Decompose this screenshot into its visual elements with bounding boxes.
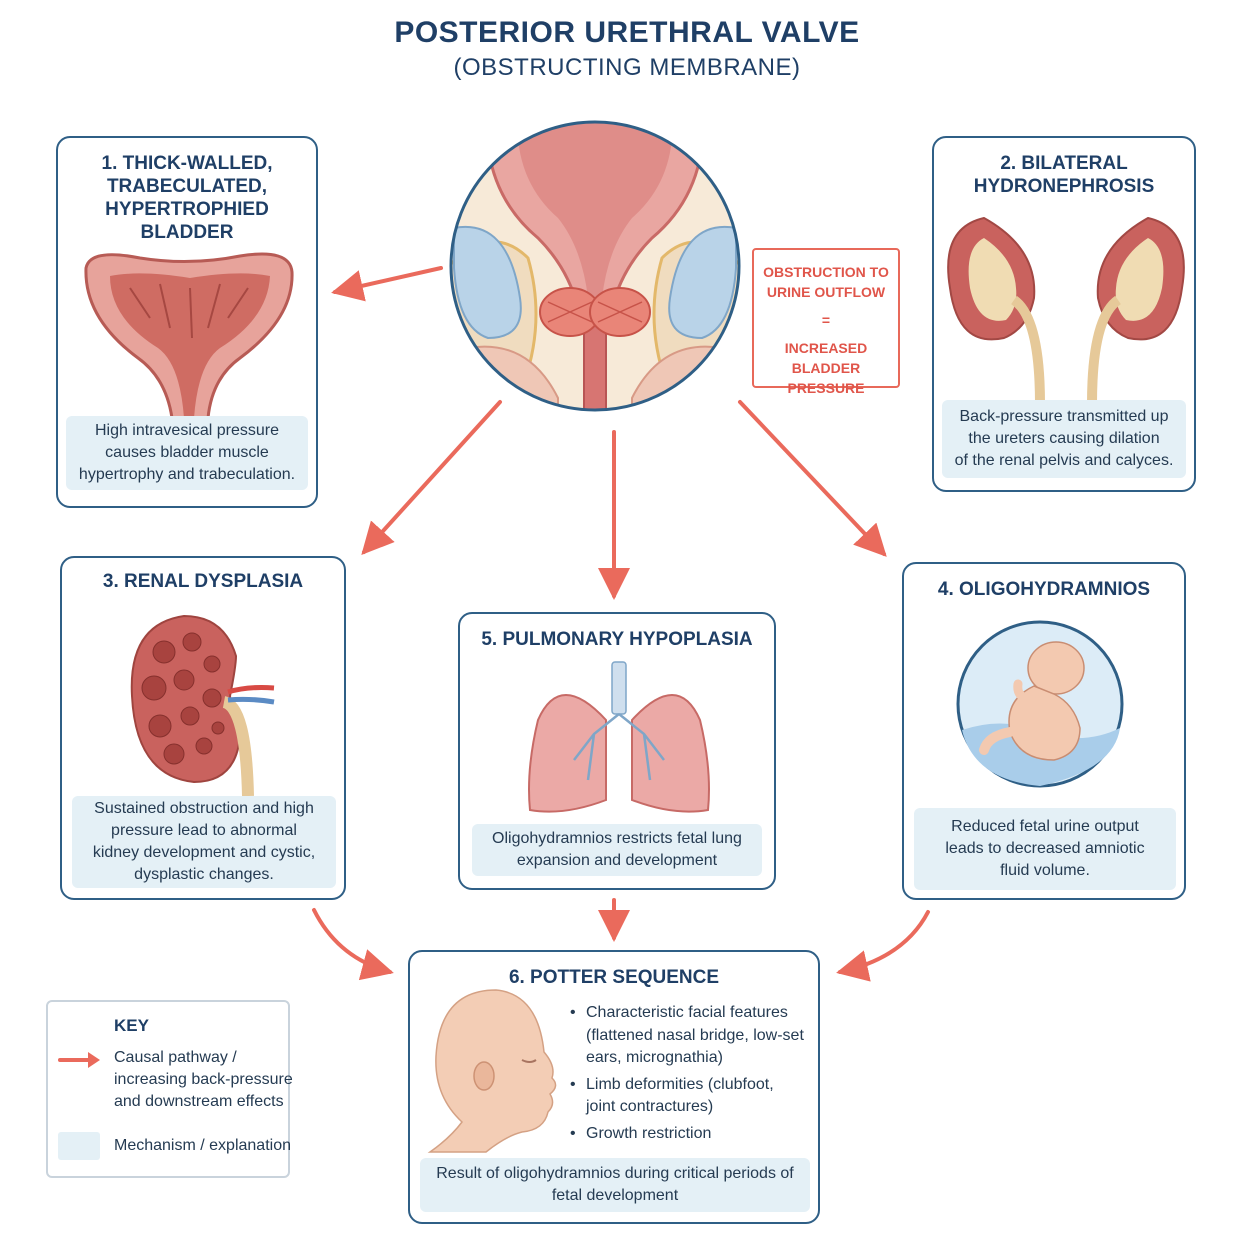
card-potter-explain: Result of oligohydramnios during critica… <box>420 1158 810 1212</box>
pressure-callout: OBSTRUCTION TO URINE OUTFLOW = INCREASED… <box>752 248 900 388</box>
card-oligo-explain: Reduced fetal urine output leads to decr… <box>914 808 1176 890</box>
card-bladder-explain: High intravesical pressure causes bladde… <box>66 416 308 490</box>
card-pulmonary-title: 5. PULMONARY HYPOPLASIA <box>460 628 774 651</box>
card-hydronephrosis: 2. BILATERAL HYDRONEPHROSIS Back-pressur… <box>932 136 1196 492</box>
valve-obstruction-illustration <box>448 98 742 434</box>
infant-face-icon <box>426 986 560 1156</box>
card-hydronephrosis-explain: Back-pressure transmitted up the ureters… <box>942 400 1186 478</box>
fetus-amniotic-sac-icon <box>944 620 1138 790</box>
card-hydronephrosis-title: 2. BILATERAL HYDRONEPHROSIS <box>934 152 1194 198</box>
card-oligo: 4. OLIGOHYDRAMNIOS Reduced fetal urine o… <box>902 562 1186 900</box>
dysplastic-kidney-icon <box>124 606 284 796</box>
arrow-oligo-to-potter <box>840 912 928 972</box>
potter-features-list: • Characteristic facial features (flatte… <box>566 1002 806 1145</box>
lungs-icon <box>524 660 714 820</box>
legend-box-label: Mechanism / explanation <box>114 1135 291 1157</box>
callout-obstruction: OBSTRUCTION TO URINE OUTFLOW <box>754 262 898 302</box>
legend-explain-swatch <box>58 1132 100 1160</box>
card-dysplasia-title: 3. RENAL DYSPLASIA <box>62 570 344 593</box>
callout-pressure: INCREASED BLADDER PRESSURE <box>754 338 898 398</box>
card-oligo-title: 4. OLIGOHYDRAMNIOS <box>904 578 1184 601</box>
legend-title: KEY <box>114 1016 149 1036</box>
arrow-to-bladder <box>335 268 441 292</box>
card-bladder: 1. THICK-WALLED, TRABECULATED, HYPERTROP… <box>56 136 318 508</box>
kidneys-icon <box>944 208 1188 404</box>
card-dysplasia: 3. RENAL DYSPLASIA Sustained obstruction… <box>60 556 346 900</box>
potter-bullet-growth: • Growth restriction <box>566 1123 806 1146</box>
card-dysplasia-explain: Sustained obstruction and high pressure … <box>72 796 336 888</box>
card-pulmonary: 5. PULMONARY HYPOPLASIA Oligohydramnios … <box>458 612 776 890</box>
arrow-to-oligo <box>740 402 884 554</box>
potter-bullet-facial: • Characteristic facial features (flatte… <box>566 1002 806 1070</box>
legend-arrow-label: Causal pathway / increasing back-pressur… <box>114 1047 293 1113</box>
legend-arrow-icon <box>58 1050 104 1070</box>
card-pulmonary-explain: Oligohydramnios restricts fetal lung exp… <box>472 824 762 876</box>
card-bladder-title: 1. THICK-WALLED, TRABECULATED, HYPERTROP… <box>58 152 316 244</box>
bladder-icon <box>80 248 298 418</box>
callout-equals: = <box>754 310 898 330</box>
arrow-dysplasia-to-potter <box>314 910 390 972</box>
potter-bullet-limb: • Limb deformities (clubfoot, joint cont… <box>566 1074 806 1119</box>
